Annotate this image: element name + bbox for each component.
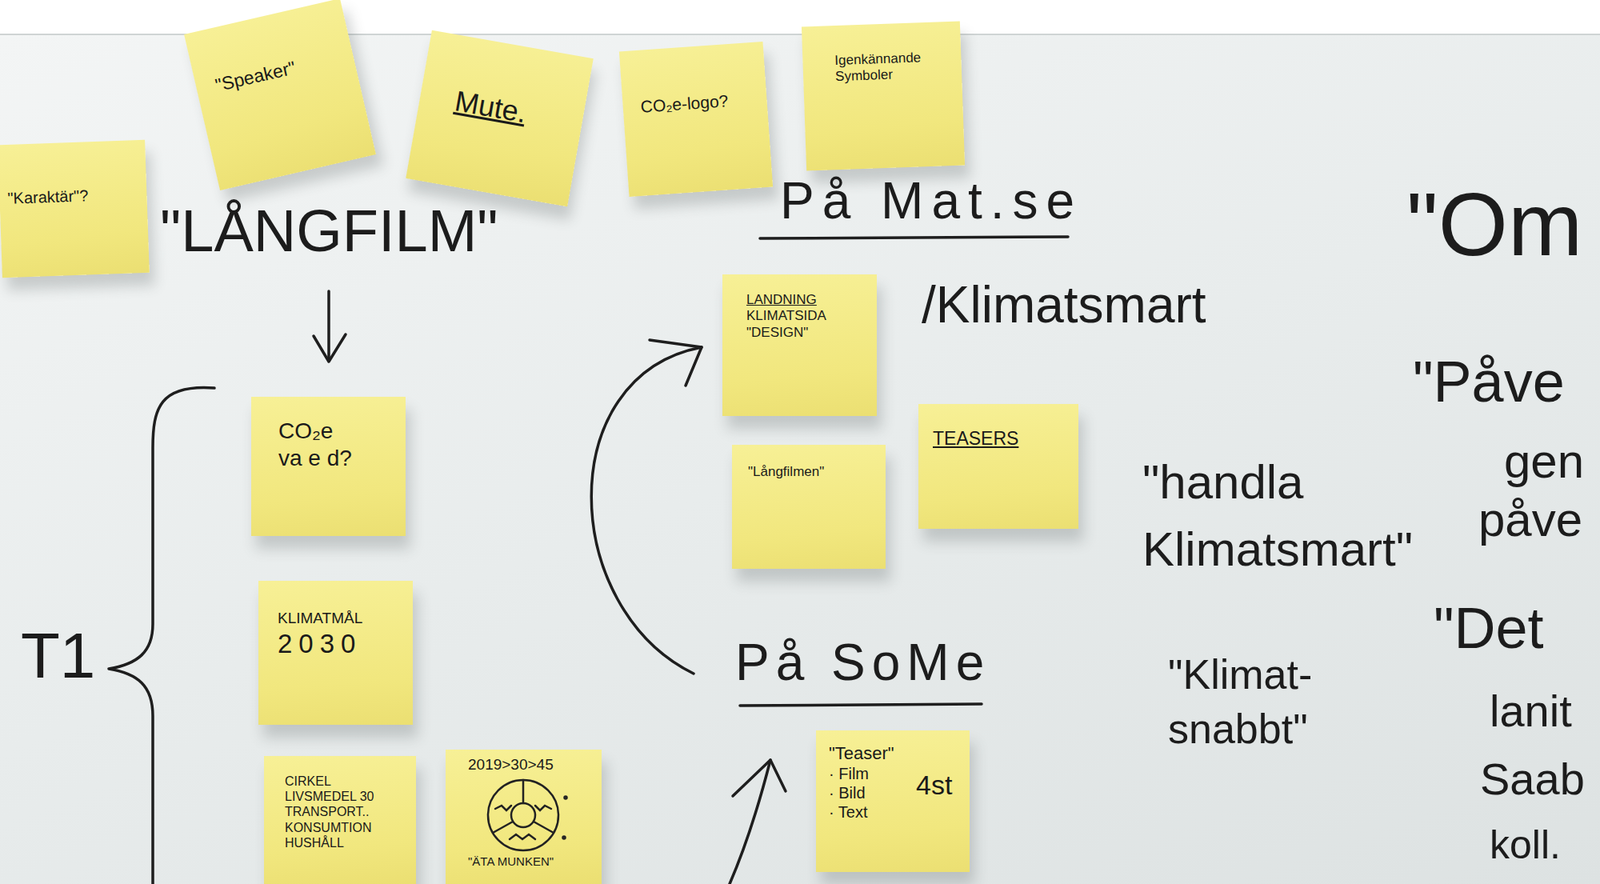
board-text: "Det [1433, 598, 1544, 660]
board-text: påve [1478, 494, 1583, 545]
note-text: "Teaser" [828, 743, 909, 764]
arrow-head [649, 340, 702, 386]
board-text: På Mat.se [780, 174, 1083, 228]
donut-spoke [492, 821, 513, 833]
donut-zigzag [509, 834, 536, 840]
underline [740, 704, 982, 706]
sticky-note: "Långfilmen" [732, 444, 886, 569]
note-text: CO₂e-logo? [640, 88, 761, 117]
underline [760, 236, 1068, 239]
sticky-note: "Karaktär"? [0, 140, 150, 278]
down-arrow [327, 291, 331, 360]
board-text: "handla Klimatsmart" [1142, 448, 1447, 584]
sticky-note: CIRKEL LIVSMEDEL 30 TRANSPORT.. KONSUMTI… [264, 756, 416, 884]
board-text: Saab [1480, 756, 1585, 804]
sticky-note: Mute. [405, 30, 594, 208]
curly-brace [108, 387, 215, 884]
sketch-dot [563, 836, 566, 840]
note-text: Igenkännande Symboler [834, 48, 956, 86]
sticky-note: "Speaker" [184, 0, 376, 191]
donut-hole [511, 803, 536, 828]
board-text: T1 [20, 622, 96, 690]
note-text: 4st [916, 768, 952, 802]
note-text: CO₂e va e d? [278, 417, 359, 472]
sketch-dot [564, 796, 568, 800]
board-text: "LÅNGFILM" [160, 200, 499, 263]
donut-outer [488, 780, 559, 851]
board-text: "Klimat- snabbt" [1168, 648, 1336, 756]
board-text: "Om [1406, 177, 1583, 272]
board-text: gen [1504, 436, 1584, 487]
board-text: /Klimatsmart [921, 278, 1207, 332]
note-text: · Bild [828, 783, 909, 803]
note-text: KLIMATMÅL [277, 609, 398, 628]
note-text: TEASERS [932, 428, 1069, 451]
donut-zigzag [535, 805, 552, 811]
arrow-head [732, 760, 786, 796]
note-text: 2019>30>45 [468, 756, 588, 775]
note-text: "Långfilmen" [748, 464, 876, 480]
board-text: koll. [1489, 824, 1561, 867]
arrow-head [313, 334, 346, 362]
note-text: "Karaktär"? [7, 184, 140, 208]
sticky-note: CO₂e-logo? [619, 41, 773, 197]
note-text: CIRKEL LIVSMEDEL 30 TRANSPORT.. KONSUMTI… [284, 773, 397, 851]
board-text: På SoMe [735, 636, 991, 690]
curved-arrow [591, 347, 702, 674]
note-text: KLIMATSIDA "DESIGN" [746, 308, 859, 341]
donut-spoke [533, 821, 554, 833]
sticky-note: CO₂e va e d? [251, 396, 406, 536]
sticky-note: Igenkännande Symboler [801, 21, 965, 172]
sticky-note: 2019>30>45 "ÄTA MUNKEN" [445, 749, 602, 884]
donut-spoke [522, 780, 525, 804]
note-text: · Film [828, 764, 909, 784]
note-text: Mute. [452, 83, 568, 137]
note-text: LANDNING [746, 292, 859, 308]
note-text: · Text [828, 802, 909, 822]
board-text: "Påve [1412, 352, 1565, 413]
note-text: "Speaker" [212, 46, 343, 97]
donut-zigzag [495, 805, 512, 811]
sticky-note: KLIMATMÅL2030 [258, 580, 413, 725]
sticky-note: "Teaser"· Film· Bild· Text 4st [816, 730, 970, 872]
note-text: "ÄTA MUNKEN" [468, 854, 588, 869]
note-text: 2030 [277, 628, 398, 660]
sticky-note: LANDNINGKLIMATSIDA "DESIGN" [722, 274, 877, 416]
board-text: lanit [1489, 688, 1572, 736]
sticky-note: TEASERS [918, 404, 1079, 529]
